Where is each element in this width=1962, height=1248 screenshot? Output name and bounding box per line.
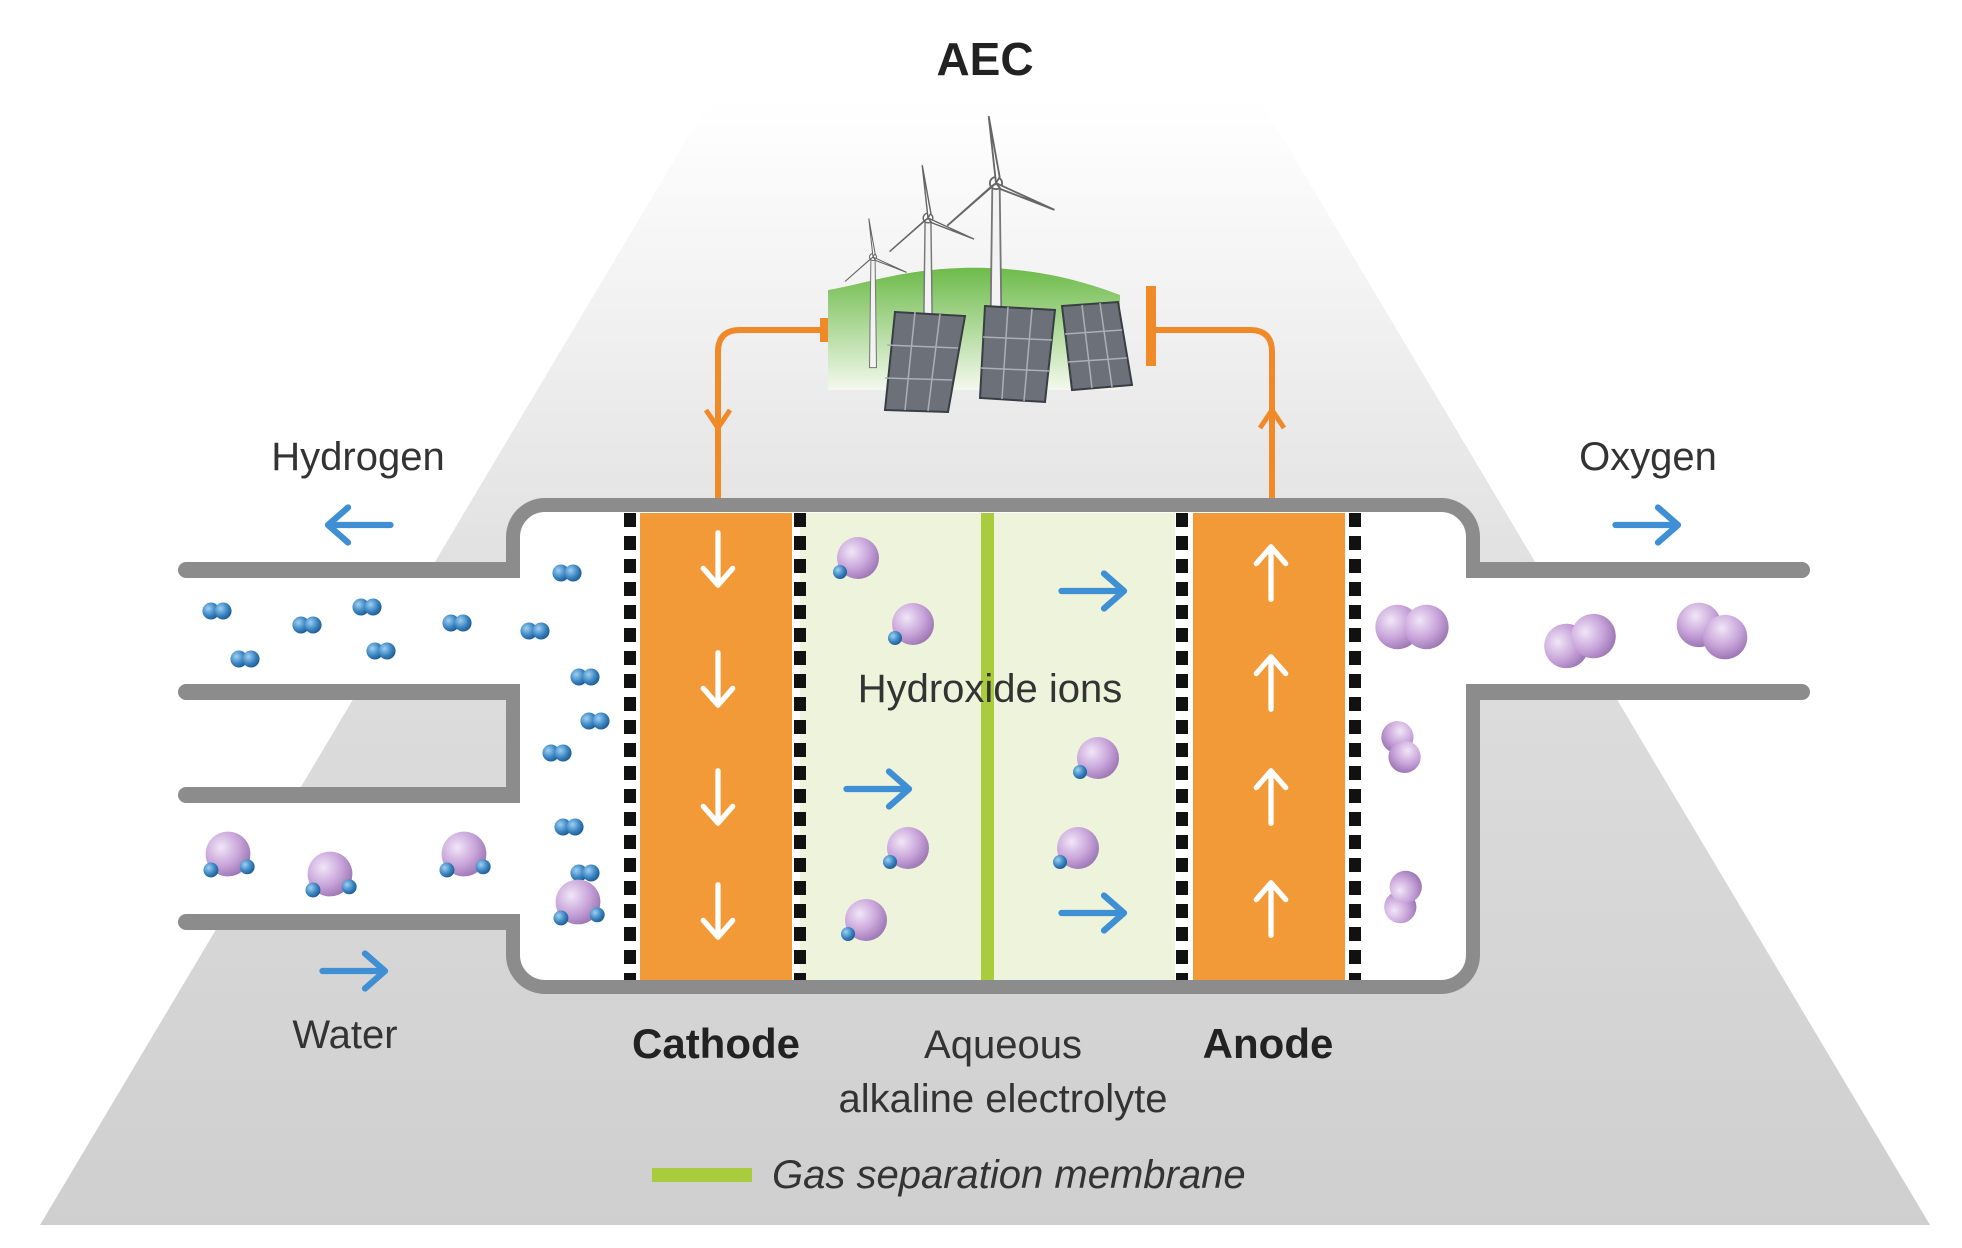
membrane-legend-label: Gas separation membrane <box>772 1153 1246 1197</box>
negative-terminal <box>820 318 828 342</box>
electrolyte-label-line1: Aqueous <box>924 1023 1082 1067</box>
anode-label: Anode <box>1203 1020 1334 1067</box>
anode-wire-arrow <box>1257 407 1287 430</box>
oxygen-label: Oxygen <box>1579 435 1717 479</box>
hydrogen-label: Hydrogen <box>271 435 444 479</box>
solar-panel-icon <box>1060 300 1134 392</box>
oxygen-pipe-interior <box>1460 578 1802 684</box>
renewable-energy-source <box>828 115 1134 414</box>
arrow-icon <box>1616 508 1679 543</box>
hydrogen-pipe-interior <box>186 578 526 684</box>
cathode-label: Cathode <box>632 1020 800 1067</box>
oxygen-molecule-icon <box>1375 604 1449 650</box>
solar-panel-icon <box>883 310 967 414</box>
anode-wire <box>1150 327 1275 505</box>
water-pipe <box>178 787 523 930</box>
oxygen-pipe <box>1462 562 1810 700</box>
cathode-wire-arrow <box>703 408 733 431</box>
hydroxide-ions-label: Hydroxide ions <box>858 667 1123 711</box>
legend: Gas separation membrane <box>652 1153 1246 1197</box>
electrolyte-label-line2: alkaline electrolyte <box>838 1077 1167 1121</box>
hydrogen-pipe <box>178 562 523 700</box>
arrow-icon <box>328 508 391 543</box>
electrical-circuit <box>703 286 1287 505</box>
diagram-title: AEC <box>936 33 1033 85</box>
water-label: Water <box>292 1013 397 1057</box>
membrane-legend-swatch <box>652 1168 752 1182</box>
gas-separation-membrane <box>981 513 994 980</box>
cathode-wire <box>715 327 828 505</box>
solar-panel-icon <box>978 304 1057 404</box>
positive-terminal <box>1146 286 1156 366</box>
pipes <box>178 562 1810 930</box>
